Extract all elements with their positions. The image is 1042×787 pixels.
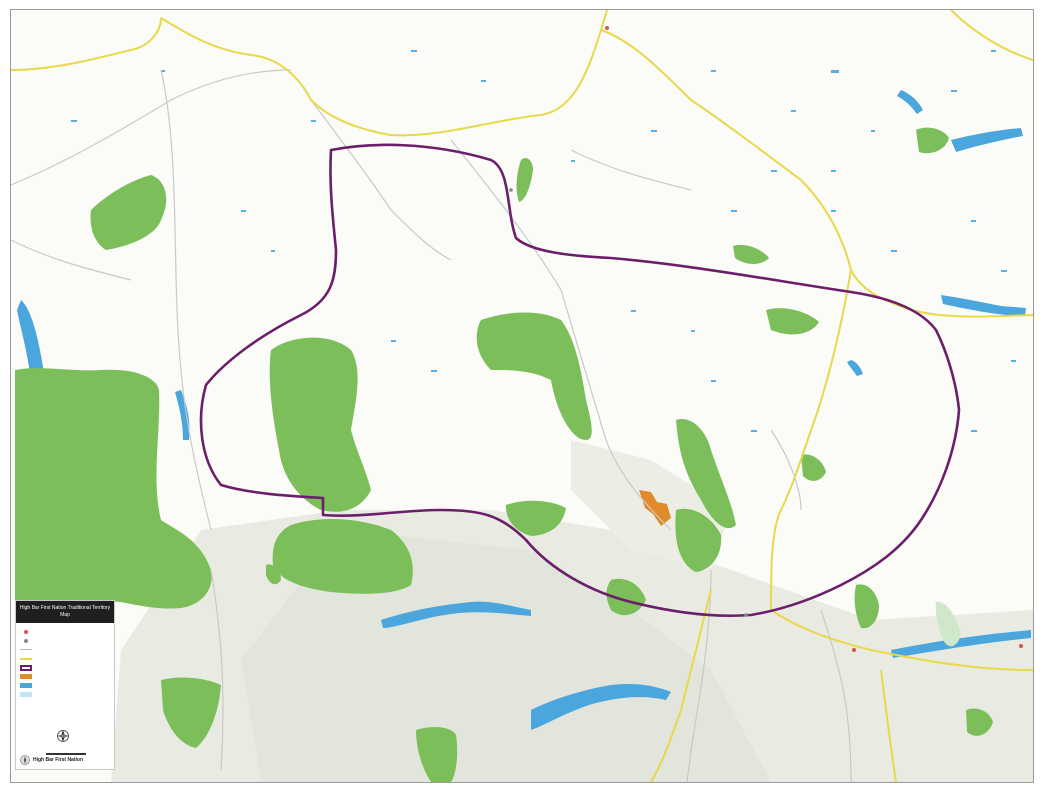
map-frame[interactable]: High Bar First Nation Traditional Territ…: [10, 9, 1034, 783]
park-south-small: [606, 578, 646, 616]
park-north-narrow: [516, 158, 533, 202]
park-south-central: [272, 518, 413, 594]
legend-footer: High Bar First Nation: [20, 755, 83, 765]
park-west-large: [15, 368, 212, 609]
yellow-line-icon: [20, 657, 32, 660]
light-blue-fill-icon: [20, 692, 32, 697]
traditional-territory-boundary: [199, 143, 961, 618]
park-se-small: [966, 708, 993, 736]
park-east-b: [801, 454, 826, 481]
park-east-a: [766, 308, 819, 335]
park-east-lower: [675, 508, 722, 572]
legend-item: [16, 663, 114, 672]
lake-small-b: [175, 390, 190, 440]
highways: [11, 10, 1033, 782]
red-point-icon: [24, 629, 28, 634]
legend-item: [16, 672, 114, 681]
park-northwest: [90, 175, 167, 250]
park-south-center: [505, 500, 566, 536]
map-canvas[interactable]: [11, 10, 1033, 782]
purple-boundary-icon: [20, 664, 32, 671]
reserve-area: [639, 490, 671, 526]
park-southwest: [161, 677, 221, 748]
park-se: [854, 584, 879, 629]
park-north-central: [476, 312, 592, 440]
park-central-west: [269, 337, 371, 512]
legend-item: [16, 654, 114, 663]
blue-fill-icon: [20, 683, 32, 688]
legend-item: [16, 627, 114, 636]
compass-logo-icon: [20, 755, 30, 765]
place-markers: [509, 26, 1023, 652]
legend-item: [16, 690, 114, 699]
gray-line-icon: [20, 649, 32, 650]
lake-ne-small: [897, 90, 923, 114]
gray-point-icon: [24, 638, 28, 643]
north-arrow-icon: [57, 730, 69, 742]
river-east: [891, 630, 1031, 658]
park-south-2: [416, 727, 458, 782]
lake-small-a: [847, 360, 863, 376]
orange-fill-icon: [20, 674, 32, 679]
lake-northeast: [951, 128, 1023, 152]
river-south-2: [531, 683, 671, 730]
legend-title: High Bar First Nation Traditional Territ…: [16, 601, 114, 623]
scale-bar: [46, 753, 86, 755]
park-sw-tip: [266, 564, 281, 585]
protected-area-pale: [935, 601, 961, 647]
small-lakes-scatter: [71, 50, 1016, 432]
legend-item: [16, 645, 114, 654]
organization-name: High Bar First Nation: [33, 757, 84, 763]
park-north-small: [733, 244, 769, 264]
map-legend: High Bar First Nation Traditional Territ…: [15, 600, 115, 770]
legend-item: [16, 636, 114, 645]
river-south-1: [381, 601, 531, 628]
protected-areas: [15, 127, 993, 782]
roads: [11, 69, 852, 782]
park-east-long: [676, 419, 736, 529]
legend-item: [16, 681, 114, 690]
park-ne: [916, 127, 949, 154]
lake-east: [941, 295, 1026, 316]
